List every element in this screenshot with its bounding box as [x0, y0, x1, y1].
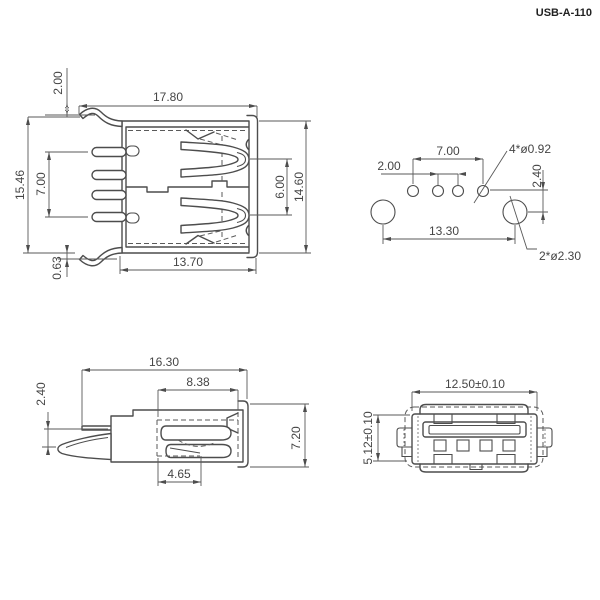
side-view: 16.30 8.38 2.40 7.20 4.65	[34, 355, 309, 486]
contact-window-1	[433, 439, 447, 452]
contact-window-2	[456, 439, 470, 452]
footprint-view: 7.00 2.00 2.40 13.30 4*ø0.92 2*ø2.30	[370, 142, 581, 263]
dim-flange-offset: 2.00	[51, 71, 65, 95]
pin-retention-hook-top	[125, 145, 140, 157]
tongue-slot-outer	[422, 421, 527, 438]
dim-footprint-pin-span: 7.00	[436, 144, 460, 158]
footprint-dimension-arrows	[383, 157, 545, 241]
dim-footprint-mount-span: 13.30	[429, 224, 459, 238]
side-contact-finger-upper	[160, 425, 232, 441]
solder-pin-4	[91, 211, 127, 223]
dim-footprint-row-offset: 2.40	[530, 164, 544, 188]
dim-side-contact-length: 4.65	[167, 467, 191, 481]
front-shell-hidden-outline	[404, 406, 544, 468]
front-dimension-lines	[373, 391, 538, 462]
back-body-outline	[121, 114, 259, 259]
dim-body-width: 13.70	[173, 255, 203, 269]
front-overhang-bands	[419, 403, 529, 473]
pin-retention-hook-bottom	[125, 212, 140, 224]
pin-hole-2	[431, 184, 445, 198]
solder-pin-2	[91, 169, 127, 181]
pin-hole-3	[451, 184, 465, 198]
drawing-number: USB-A-110	[536, 7, 592, 19]
dim-side-pin-offset: 2.40	[34, 382, 48, 406]
dim-side-inset: 8.38	[186, 375, 210, 389]
dim-overall-width: 17.80	[153, 90, 183, 104]
side-hidden-lines	[156, 412, 239, 458]
solder-pin-1	[91, 146, 127, 158]
shell-dimple-marks	[185, 129, 215, 245]
back-view: 17.80 2.00 15.46 7.00 0.63 13.70 6.00 14…	[13, 68, 311, 280]
mounting-hole-left	[370, 199, 396, 225]
dim-shell-height: 14.60	[292, 172, 306, 202]
side-contact-bend-line	[169, 447, 201, 454]
footprint-dimension-lines	[381, 158, 548, 244]
front-hidden-wall-lines	[403, 416, 546, 462]
spring-contact-lower-fold	[236, 207, 247, 224]
front-shell-face	[411, 413, 538, 465]
callout-pin-holes: 4*ø0.92	[509, 142, 551, 156]
side-dimension-lines	[42, 369, 309, 486]
callout-leader-lines	[473, 150, 537, 250]
side-tab-right	[537, 427, 553, 458]
top-mounting-flange	[78, 107, 123, 128]
contact-window-4	[502, 439, 516, 452]
contact-window-3	[479, 439, 493, 452]
tongue-slot-inner	[428, 424, 521, 435]
dim-contact-span: 6.00	[273, 175, 287, 199]
spring-contact-upper	[180, 141, 250, 178]
side-tab-left	[396, 427, 412, 458]
dim-foot-offset: 0.63	[50, 256, 64, 280]
dim-side-height: 7.20	[289, 426, 303, 450]
front-view: 12.50±0.10 5.12±0.10	[361, 377, 553, 473]
pin-hole-4	[476, 184, 490, 198]
board-lock-latch	[57, 432, 112, 461]
dim-overall-height: 15.46	[13, 170, 27, 200]
board-lock-latch-inner	[65, 436, 109, 449]
dim-side-length: 16.30	[149, 355, 179, 369]
callout-mount-holes: 2*ø2.30	[539, 249, 581, 263]
back-dimension-lines	[23, 68, 311, 277]
shell-latch-notches	[433, 414, 516, 471]
solder-pin-3	[91, 189, 127, 201]
dim-front-height: 5.12±0.10	[361, 411, 375, 465]
bottom-mounting-flange	[78, 246, 123, 267]
dim-front-width: 12.50±0.10	[445, 377, 505, 391]
spring-contact-upper-fold	[236, 151, 247, 168]
pin-hole-1	[406, 184, 420, 198]
spring-contact-lower	[180, 197, 250, 234]
dim-pin-span: 7.00	[34, 172, 48, 196]
mounting-hole-right	[502, 199, 528, 225]
dim-footprint-pin-pitch: 2.00	[377, 159, 401, 173]
side-contact-finger-lower	[165, 443, 232, 459]
